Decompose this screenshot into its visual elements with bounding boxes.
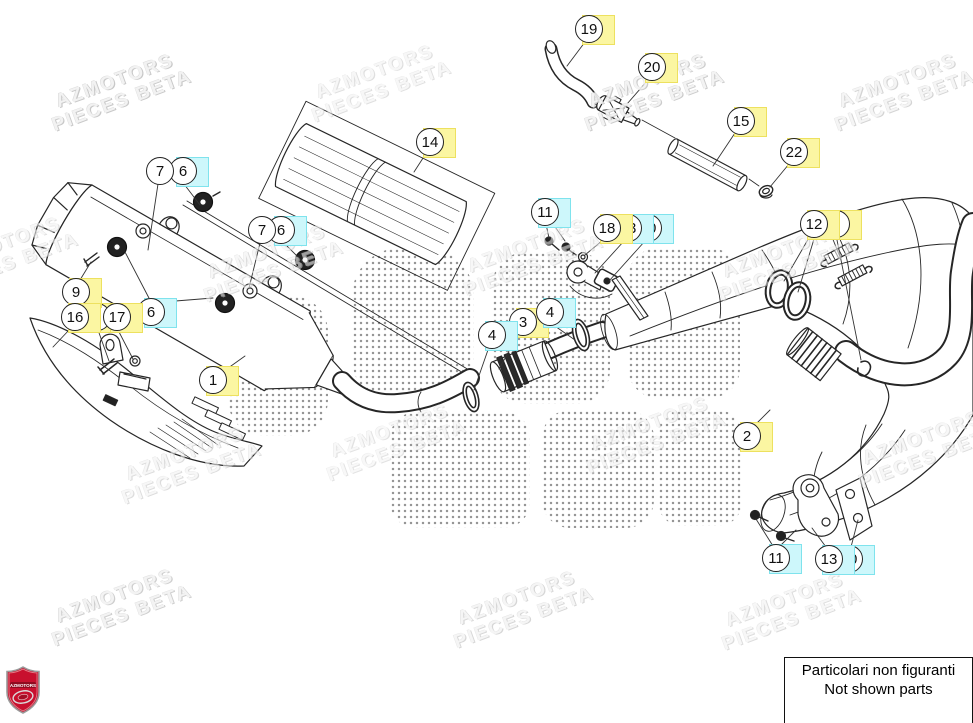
callout-number: 4 [536, 298, 564, 326]
callout-number: 13 [815, 545, 843, 573]
callout-number: 15 [727, 107, 755, 135]
callout-number: 22 [780, 138, 808, 166]
azmotors-logo-shield: AZMOTORS [5, 666, 41, 714]
flex-coupling-drawing [786, 327, 842, 382]
shield-shape [6, 666, 40, 714]
halftone-patch [542, 410, 654, 528]
callout-number: 9 [62, 278, 90, 306]
not-shown-parts-box: Particolari non figuranti Not shown part… [784, 657, 973, 723]
header-elbow-drawing [786, 212, 973, 387]
callout-number: 4 [478, 321, 506, 349]
callout-number: 18 [593, 214, 621, 242]
callout-number: 7 [248, 216, 276, 244]
callout-number: 16 [61, 303, 89, 331]
front-mount-drawing [544, 236, 649, 321]
callout-number: 1 [199, 366, 227, 394]
brace-rod-drawing [182, 200, 475, 378]
callout-number: 17 [103, 303, 131, 331]
callout-number: 7 [146, 157, 174, 185]
o-rings-drawing [462, 318, 591, 413]
not-shown-parts-line-en: Not shown parts [824, 681, 933, 699]
callout-number: 14 [416, 128, 444, 156]
logo-text: AZMOTORS [10, 683, 36, 688]
not-shown-parts-line-it: Particolari non figuranti [801, 662, 956, 679]
callout-number: 11 [762, 544, 790, 572]
rear-mount-bracket-drawing [749, 474, 873, 542]
callout-number: 20 [638, 53, 666, 81]
heat-shield-drawing [29, 317, 263, 467]
silencer-packing-drawing [258, 100, 496, 291]
callout-number: 2 [733, 422, 761, 450]
halftone-patch [390, 412, 530, 528]
valve-assembly-drawing [544, 40, 774, 199]
callout-number: 19 [575, 15, 603, 43]
grommets-drawing [83, 191, 316, 314]
halftone-patch [658, 410, 742, 526]
gasket-rings-drawing [764, 269, 812, 321]
callout-number: 11 [531, 198, 559, 226]
callout-number: 12 [800, 210, 828, 238]
